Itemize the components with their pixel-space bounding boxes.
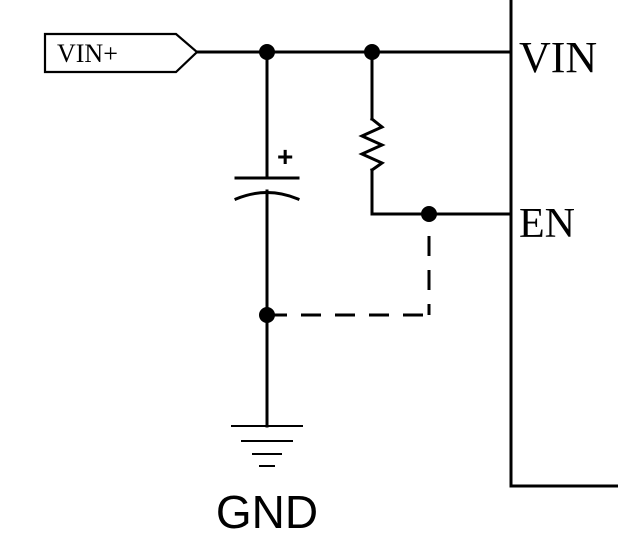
input-port: VIN+ [43, 32, 199, 74]
input-port-icon [43, 32, 199, 74]
ground-label: GND [216, 486, 318, 538]
input-port-label: VIN+ [57, 39, 118, 68]
ground-icon [231, 425, 303, 467]
capacitor-polarity-mark: + [277, 141, 293, 172]
zigzag-resistor-icon [358, 116, 386, 173]
en-junction [421, 206, 437, 222]
vin-pin-label: VIN [519, 33, 597, 82]
en-pin-label: EN [519, 201, 575, 247]
ground-junction [259, 307, 275, 323]
